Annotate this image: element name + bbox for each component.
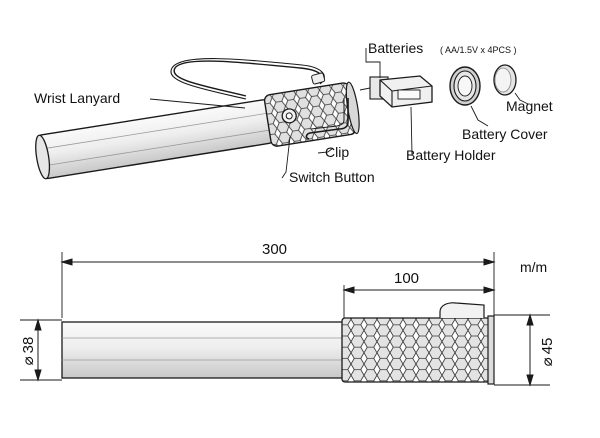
battery-cover (449, 66, 481, 106)
label-battery-holder: Battery Holder (406, 147, 496, 163)
dim-unit: m/m (520, 259, 547, 275)
clip-side-view (439, 302, 485, 318)
dim-head-length: 100 (394, 270, 419, 287)
label-batteries: Batteries (368, 40, 423, 56)
clip (305, 98, 349, 140)
body-tube-side-view (61, 321, 345, 379)
dim-head-diameter-value: 45 (539, 338, 556, 355)
exploded-view: Batteries ( AA/1.5V x 4PCS ) Wrist Lanya… (34, 40, 553, 185)
lanyard-knot (311, 72, 326, 85)
magnet (493, 64, 517, 96)
wrist-lanyard-strap (173, 60, 323, 97)
label-magnet: Magnet (506, 98, 553, 114)
dimension-drawing: 300 100 m/m ⌀ 38 ⌀ 45 (20, 241, 556, 387)
dim-body-diameter-value: 38 (20, 337, 37, 354)
head-grip-side-view (341, 317, 491, 383)
label-batteries-spec: ( AA/1.5V x 4PCS ) (440, 45, 517, 55)
svg-text:⌀45: ⌀ 45 (539, 338, 556, 367)
dim-body-diameter: ⌀ 38 (20, 337, 37, 366)
label-wrist-lanyard: Wrist Lanyard (34, 90, 120, 106)
diameter-symbol: ⌀ (20, 356, 37, 365)
battery-holder (379, 75, 433, 108)
label-battery-cover: Battery Cover (462, 126, 548, 142)
label-switch-button: Switch Button (289, 169, 375, 185)
dim-overall-length: 300 (262, 241, 287, 258)
svg-text:⌀38: ⌀ 38 (20, 337, 37, 366)
diameter-symbol: ⌀ (539, 357, 556, 366)
dim-head-diameter: ⌀ 45 (539, 338, 556, 367)
label-clip: Clip (325, 144, 349, 160)
